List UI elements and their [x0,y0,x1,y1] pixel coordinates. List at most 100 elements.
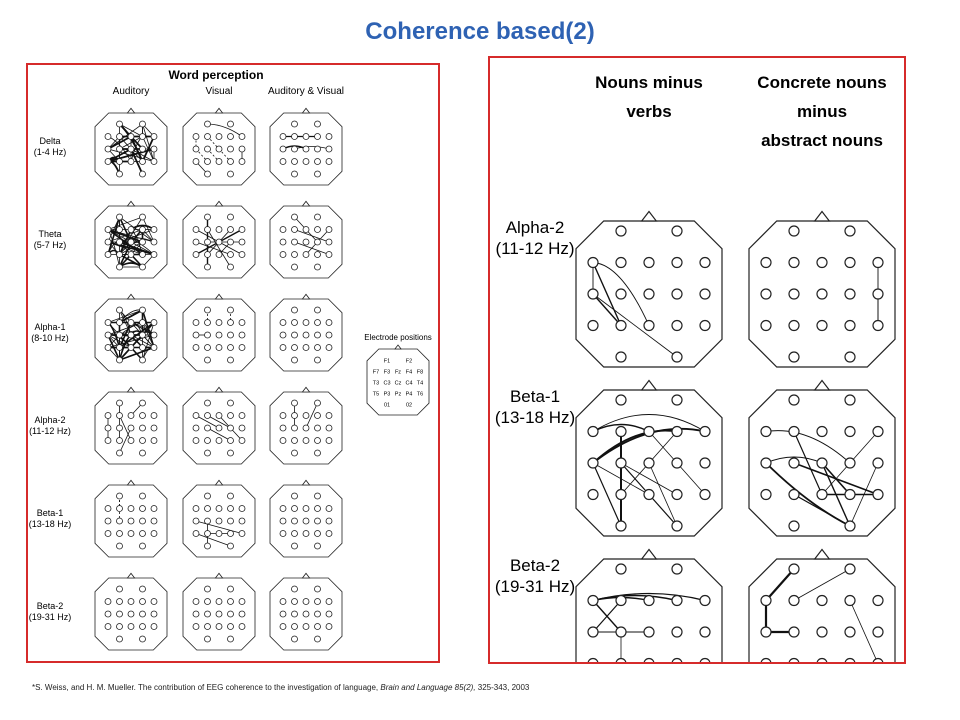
electrode-dot [291,226,298,233]
electrode-dot [139,623,146,630]
head-map-small [269,572,343,651]
electrode-dot [279,331,287,339]
electrode-dot [671,457,683,469]
electrode-dot [104,226,112,233]
electrode-dot [643,626,655,638]
electrode-dot [788,225,800,237]
head-map-small [182,200,256,279]
electrode-dot [587,425,599,438]
row-range-theta: (5-7 Hz) [34,240,67,250]
electrode-dot [325,158,333,165]
electrode-dot [643,457,655,469]
electrode-dot [587,319,599,332]
electrode-dot [139,598,146,605]
electrode-dot [204,449,211,457]
electrode-dot [699,657,711,662]
electrode-dot [227,635,234,643]
electrode-dot [671,425,683,438]
row-label-alpha-2-right: Alpha-2 [506,218,565,237]
electrode-dot [215,344,223,351]
electrode-dot [204,120,211,128]
electrode-dot [127,251,135,258]
electrode-dot [816,457,828,469]
electrode-dot [127,133,135,140]
electrode-dot [788,520,800,532]
electrode-dot [671,225,683,237]
electrode-dot [671,488,683,501]
electrode-dot [760,594,772,607]
electrode-dot [699,594,711,607]
head-map-small [94,107,168,186]
electrode-label: F4 [406,370,412,376]
electrode-dot [844,225,856,237]
electrode-dot [150,145,158,153]
electrode-label: P3 [384,392,391,398]
electrode-label: F1 [384,359,390,365]
head-map-small [269,293,343,372]
electrode-dot [104,133,112,140]
electrode-dot [872,425,884,438]
electrode-dot [314,356,321,364]
electrode-dot [204,331,211,339]
electrode-dot [788,351,800,363]
electrode-label: Pz [395,392,402,398]
electrode-dot [302,610,310,618]
electrode-dot [302,530,310,537]
electrode-dot [587,256,599,269]
electrode-dot [587,657,599,662]
electrode-dot [302,251,310,258]
word-perception-figure: Word perception Auditory Visual Auditory… [26,63,440,663]
electrode-dot [325,331,333,339]
electrode-dot [699,256,711,269]
electrode-dot [127,412,135,419]
electrode-dot [314,331,321,339]
electrode-dot [615,256,627,269]
electrode-dot [104,505,112,512]
electrode-dot [227,585,234,593]
electrode-dot [227,542,234,550]
row-range-beta-2-right: (19-31 Hz) [495,577,575,596]
electrode-dot [872,488,884,501]
electrode-dot [816,319,828,332]
electrode-dot [643,319,655,332]
footnote-authors: S. Weiss, and H. M. Mueller. The contrib… [35,683,381,692]
electrode-dot [150,331,158,339]
electrode-dot [291,319,298,326]
electrode-dot [150,133,158,140]
electrode-dot [227,399,234,407]
head-map-small [269,200,343,279]
electrode-dot [215,517,223,525]
electrode-dot [192,598,200,605]
electrode-dot [238,145,246,153]
electrode-dot [314,319,321,326]
electrode-dot [116,263,123,271]
electrode-dot [215,238,223,246]
electrode-dot [872,657,884,662]
electrode-dot [291,437,298,444]
head-map-large [575,210,723,368]
electrode-dot [204,158,211,165]
row-range-beta-1: (13-18 Hz) [29,519,72,529]
head-map-small [182,572,256,651]
word-perception-svg: Word perception Auditory Visual Auditory… [29,68,432,651]
electrode-dot [643,256,655,269]
electrode-label: T4 [417,381,423,387]
electrode-dot [139,120,146,128]
row-range-alpha-1: (8-10 Hz) [31,333,69,343]
column-title-concrete-line2: minus [797,102,847,121]
electrode-dot [227,598,234,605]
noun-contrast-figure: Nouns minus verbs Concrete nouns minus a… [488,56,906,664]
electrode-dot [325,319,333,326]
electrode-dot [615,425,627,438]
electrode-dot [291,356,298,364]
row-label-beta-2: Beta-2 [37,601,64,611]
electrode-dot [139,542,146,550]
electrode-dot [127,424,135,432]
electrode-dot [279,623,287,630]
electrode-dot [325,424,333,432]
electrode-dot [139,306,146,314]
electrode-dot [279,610,287,618]
electrode-dot [291,517,298,525]
electrode-dot [615,351,627,363]
electrode-dot [139,133,146,140]
